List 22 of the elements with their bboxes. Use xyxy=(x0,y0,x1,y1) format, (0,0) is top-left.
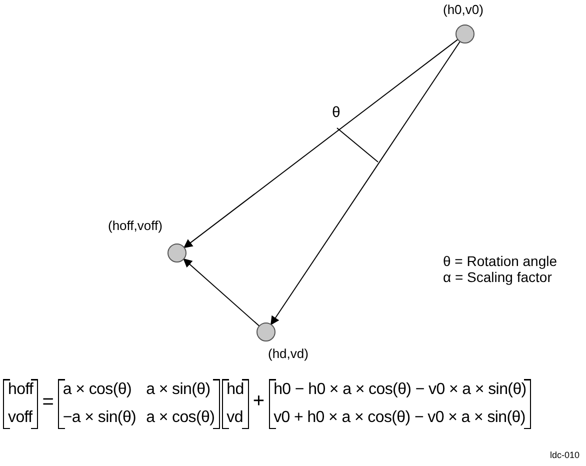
matrix-entry: vd xyxy=(226,408,244,428)
figure-id: ldc-010 xyxy=(550,450,580,460)
plus-sign: + xyxy=(252,390,265,413)
arrow xyxy=(183,38,458,248)
matrix-entry: voff xyxy=(8,408,34,428)
matrix-entry: hd xyxy=(226,380,244,400)
arrow xyxy=(183,258,260,327)
matrix-entry: a × cos(θ) xyxy=(62,380,132,400)
angle-symbol: θ xyxy=(332,104,340,121)
matrix-entry: h0 − h0 × a × cos(θ) − v0 × a × sin(θ) xyxy=(274,380,526,400)
coordinate-label: (h0,v0) xyxy=(443,2,484,17)
legend-note: α = Scaling factor xyxy=(443,269,552,285)
equals-sign: = xyxy=(42,391,54,414)
matrix-entry: −a × sin(θ) xyxy=(62,408,136,428)
coordinate-label: (hd,vd) xyxy=(268,346,308,361)
coordinate-label: (hoff,voff) xyxy=(108,218,162,233)
legend-note: θ = Rotation angle xyxy=(443,253,558,269)
arrow xyxy=(270,40,460,326)
matrix-entry: hoff xyxy=(8,380,34,400)
matrix-entry: a × cos(θ) xyxy=(146,408,215,428)
matrix-entry: a × sin(θ) xyxy=(146,380,212,400)
matrix-entry: v0 + h0 × a × cos(θ) − v0 × a × sin(θ) xyxy=(274,408,526,428)
